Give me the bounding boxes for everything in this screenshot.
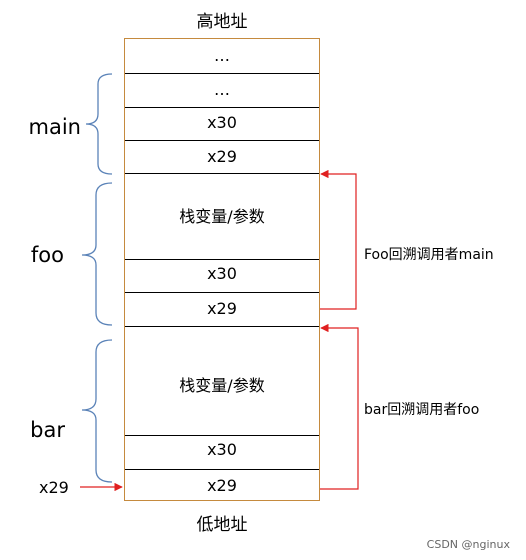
cell-bar-locals: 栈变量/参数 <box>179 376 264 395</box>
foo-return-label: Foo回溯调用者main <box>364 247 494 263</box>
cell-ellipsis-1: … <box>214 46 230 65</box>
foo-frame-label: foo <box>31 243 64 267</box>
x29-pointer-label: x29 <box>39 478 69 497</box>
cell-foo-x29: x29 <box>207 299 237 318</box>
watermark: CSDN @nginux <box>427 538 511 551</box>
cell-bar-x30: x30 <box>207 440 237 459</box>
stack-outline <box>124 38 320 501</box>
cell-ellipsis-2: … <box>214 80 230 99</box>
bar-to-foo-arrow <box>320 323 359 490</box>
cell-main-x29: x29 <box>207 147 237 166</box>
foo-to-main-arrow <box>320 169 357 310</box>
cell-main-x30: x30 <box>207 113 237 132</box>
main-frame-label: main <box>29 115 81 139</box>
cell-foo-locals: 栈变量/参数 <box>179 207 264 226</box>
high-address-label: 高地址 <box>197 12 248 32</box>
cell-foo-x30: x30 <box>207 264 237 283</box>
cell-bar-x29: x29 <box>207 476 237 495</box>
low-address-label: 低地址 <box>197 515 248 535</box>
bar-return-label: bar回溯调用者foo <box>364 402 479 418</box>
foo-frame-brace <box>81 182 113 326</box>
main-frame-brace <box>85 73 113 175</box>
stack-column <box>124 38 320 501</box>
bar-frame-brace <box>81 339 113 483</box>
bar-frame-label: bar <box>30 418 65 442</box>
